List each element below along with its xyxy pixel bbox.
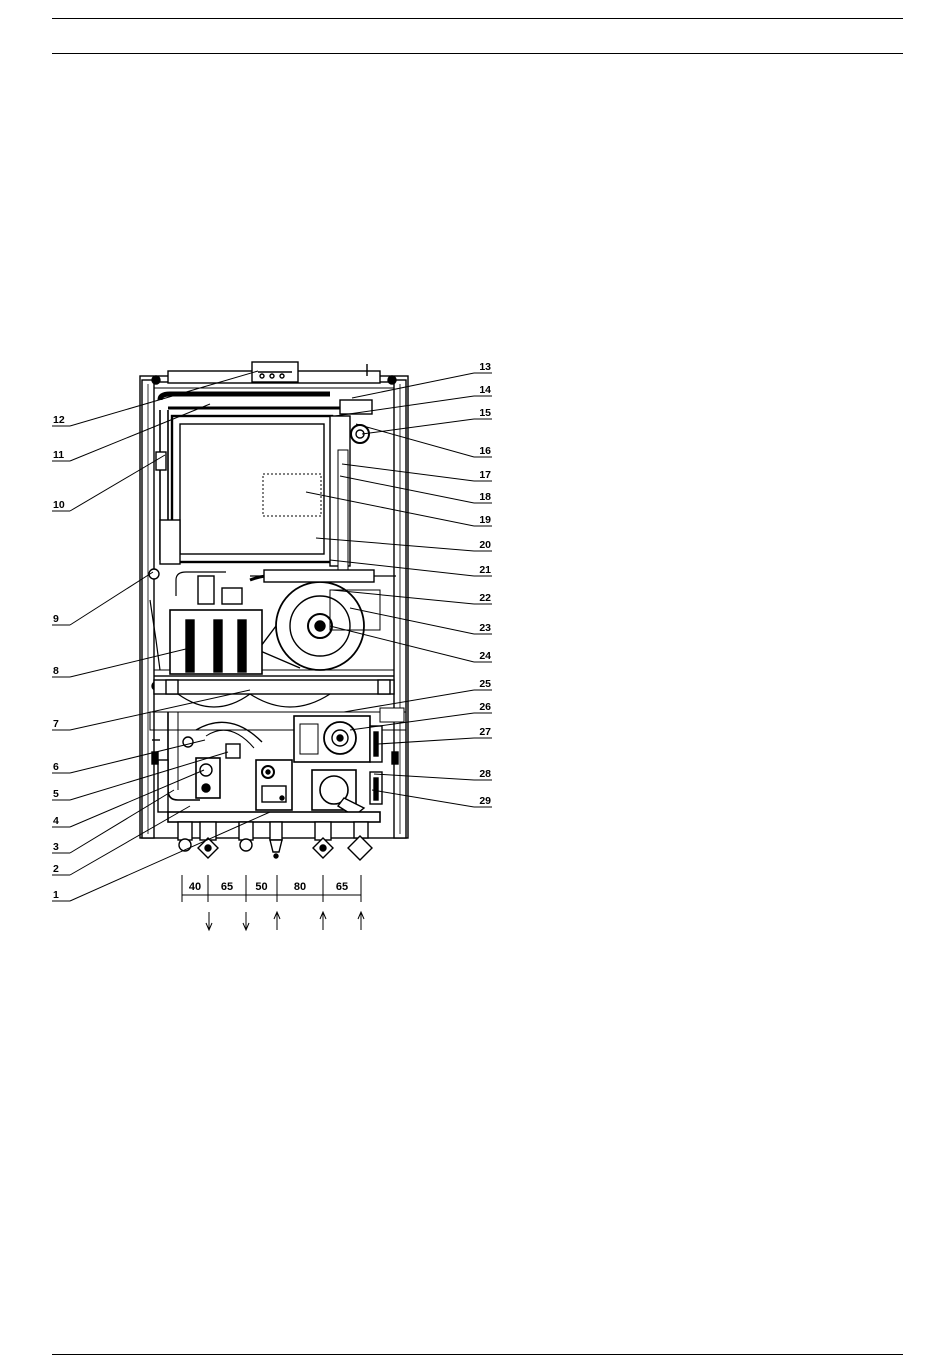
dimension-labels: 40 65 50 80 65 (189, 881, 348, 893)
callout-number: 20 (479, 539, 491, 551)
dimension-label-4: 80 (294, 881, 306, 893)
boiler-drawing (140, 362, 408, 860)
callout-number: 6 (53, 761, 59, 773)
callout-number: 23 (479, 622, 491, 634)
callout-number: 7 (53, 718, 59, 730)
callout-leader (356, 424, 474, 457)
callout-number: 21 (479, 564, 491, 576)
callout-number: 18 (479, 491, 491, 503)
dimension-label-3: 50 (255, 881, 267, 893)
flow-arrow-up (358, 912, 364, 930)
callout-number: 1 (53, 889, 59, 901)
callout-leader (372, 790, 474, 807)
callout-leader (374, 774, 474, 780)
callout-number: 10 (53, 499, 65, 511)
callout-number: 26 (479, 701, 491, 713)
callout-number: 15 (479, 407, 491, 419)
callout-number: 2 (53, 863, 59, 875)
callout-number: 29 (479, 795, 491, 807)
callout-leader (70, 812, 270, 901)
flow-arrow-down (206, 912, 212, 930)
callout-15: 15 (362, 407, 492, 434)
callout-17: 17 (342, 464, 492, 481)
callout-number: 27 (479, 726, 491, 738)
callout-number: 9 (53, 613, 59, 625)
callout-number: 8 (53, 665, 59, 677)
callout-16: 16 (356, 424, 492, 457)
callout-number: 4 (53, 815, 59, 827)
dimension-lines (182, 875, 361, 902)
flow-arrow-up (320, 912, 326, 930)
flow-arrows (206, 912, 364, 930)
callout-number: 11 (53, 449, 64, 461)
callout-number: 16 (479, 445, 491, 457)
callout-leader (70, 740, 205, 773)
callout-leader (378, 738, 474, 744)
callout-number: 28 (479, 768, 491, 780)
callout-number: 24 (479, 650, 491, 662)
dimension-label-1: 40 (189, 881, 201, 893)
dimension-label-2: 65 (221, 881, 233, 893)
dimension-label-5: 65 (336, 881, 348, 893)
callout-leader (340, 476, 474, 503)
callout-number: 12 (53, 414, 65, 426)
bottom-connections (178, 822, 372, 860)
callout-number: 13 (479, 361, 491, 373)
callout-number: 17 (479, 469, 491, 481)
callout-1: 1 (52, 812, 270, 901)
callout-number: 19 (479, 514, 491, 526)
callout-leader (70, 690, 250, 730)
callout-number: 14 (479, 384, 491, 396)
callout-number: 25 (479, 678, 491, 690)
flow-arrow-up (274, 912, 280, 930)
callout-leader (362, 419, 474, 434)
callout-leader (70, 790, 174, 853)
callout-6: 6 (52, 740, 205, 773)
flow-arrow-down (243, 912, 249, 930)
callout-28: 28 (374, 768, 492, 780)
callout-number: 22 (479, 592, 491, 604)
callout-9: 9 (52, 572, 153, 625)
callout-29: 29 (372, 790, 492, 807)
callout-number: 5 (53, 788, 59, 800)
callout-number: 3 (53, 841, 59, 853)
